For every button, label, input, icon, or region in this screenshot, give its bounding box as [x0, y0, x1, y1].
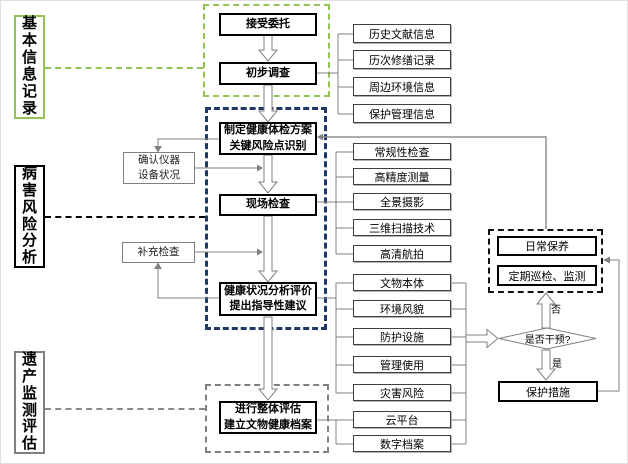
arrowhead-into-confirm	[154, 146, 162, 153]
node-overall-assessment: 进行整体评估 建立文物健康档案	[219, 401, 317, 434]
node-health-analysis: 健康状况分析评价 提出指导性建议	[219, 282, 317, 316]
arrow-analyze-to-overall	[257, 316, 279, 401]
section-label-heritage-monitor: 遗产监测评估	[14, 351, 45, 454]
node-periodic-patrol-monitoring: 定期巡检、监测	[497, 265, 597, 286]
overall-archive-bracket	[317, 419, 353, 445]
method-box-routine-check: 常规性检查	[353, 143, 451, 160]
info-box-protection-management: 保护管理信息	[353, 104, 451, 123]
arrow-plan-to-inspect	[257, 154, 279, 194]
arrowhead-into-supplement	[154, 262, 162, 269]
arrow-survey-to-plan	[257, 84, 279, 123]
node-confirm-instruments: 确认仪器 设备状况	[123, 152, 195, 184]
decision-no-label: 否	[551, 305, 561, 316]
section-label-basic-info: 基本信息记录	[14, 15, 45, 119]
assess-box-management-use: 管理使用	[353, 356, 451, 373]
node-make-checkup-plan: 制定健康体检方案 关键风险点识别	[219, 122, 317, 155]
assess-box-disaster-risk: 灾害风险	[353, 384, 451, 401]
heritage-monitor-lead-line	[45, 408, 205, 410]
basic-info-lead-line	[45, 67, 203, 69]
arrowhead-confirm-join	[257, 164, 263, 172]
archive-box-digital-archive: 数字档案	[353, 435, 451, 452]
method-box-3d-scanning: 三维扫描技术	[353, 219, 451, 236]
decision-yes-label: 是	[552, 359, 562, 370]
assess-box-relic-body: 文物本体	[353, 274, 451, 291]
arrow-accept-to-survey	[257, 34, 279, 62]
node-preliminary-survey: 初步调查	[219, 62, 317, 85]
arrowhead-into-maintenance	[603, 256, 610, 264]
node-daily-maintenance: 日常保养	[497, 236, 597, 256]
arrow-inspect-to-analyze	[257, 215, 279, 283]
arrow-decision-yes-down	[535, 349, 557, 381]
method-box-hd-aerial: 高清航拍	[353, 245, 451, 262]
section-label-disease-risk: 病害风险分析	[14, 165, 45, 268]
right-collector-bracket	[451, 282, 467, 445]
survey-info-bracket	[317, 33, 353, 115]
inspect-method-bracket	[317, 151, 353, 255]
maintenance-frame	[488, 229, 603, 293]
info-box-surrounding-environment: 周边环境信息	[353, 77, 451, 96]
method-box-panoramic-photography: 全景摄影	[353, 193, 451, 210]
node-protection-measures: 保护措施	[498, 381, 598, 402]
arrow-decision-no-up	[535, 292, 557, 329]
method-box-high-precision-survey: 高精度测量	[353, 168, 451, 185]
arrow-into-decision	[465, 328, 499, 349]
info-box-historical-literature: 历史文献信息	[353, 24, 451, 43]
arrowhead-supplement-join	[257, 248, 263, 256]
arrowhead-into-plan	[317, 133, 323, 141]
assess-box-protective-facilities: 防护设施	[353, 328, 451, 345]
plan-to-confirm-line	[157, 138, 219, 146]
maintenance-to-plan-feedback	[323, 136, 547, 229]
node-site-inspection: 现场检查	[219, 194, 317, 216]
disease-risk-lead-line	[45, 216, 205, 218]
node-supplementary-check: 补充检查	[122, 242, 195, 263]
assess-box-environment: 环境风貌	[353, 300, 451, 317]
analyze-to-supplement-line	[157, 269, 219, 299]
decision-diamond	[498, 327, 597, 350]
analyze-assess-bracket	[317, 282, 353, 394]
archive-box-cloud-platform: 云平台	[353, 411, 451, 428]
measures-to-maintenance-feedback	[598, 259, 620, 392]
decision-question-label: 是否干预?	[524, 335, 571, 346]
node-accept-commission: 接受委托	[219, 13, 317, 36]
info-box-repair-records: 历次修缮记录	[353, 50, 451, 69]
